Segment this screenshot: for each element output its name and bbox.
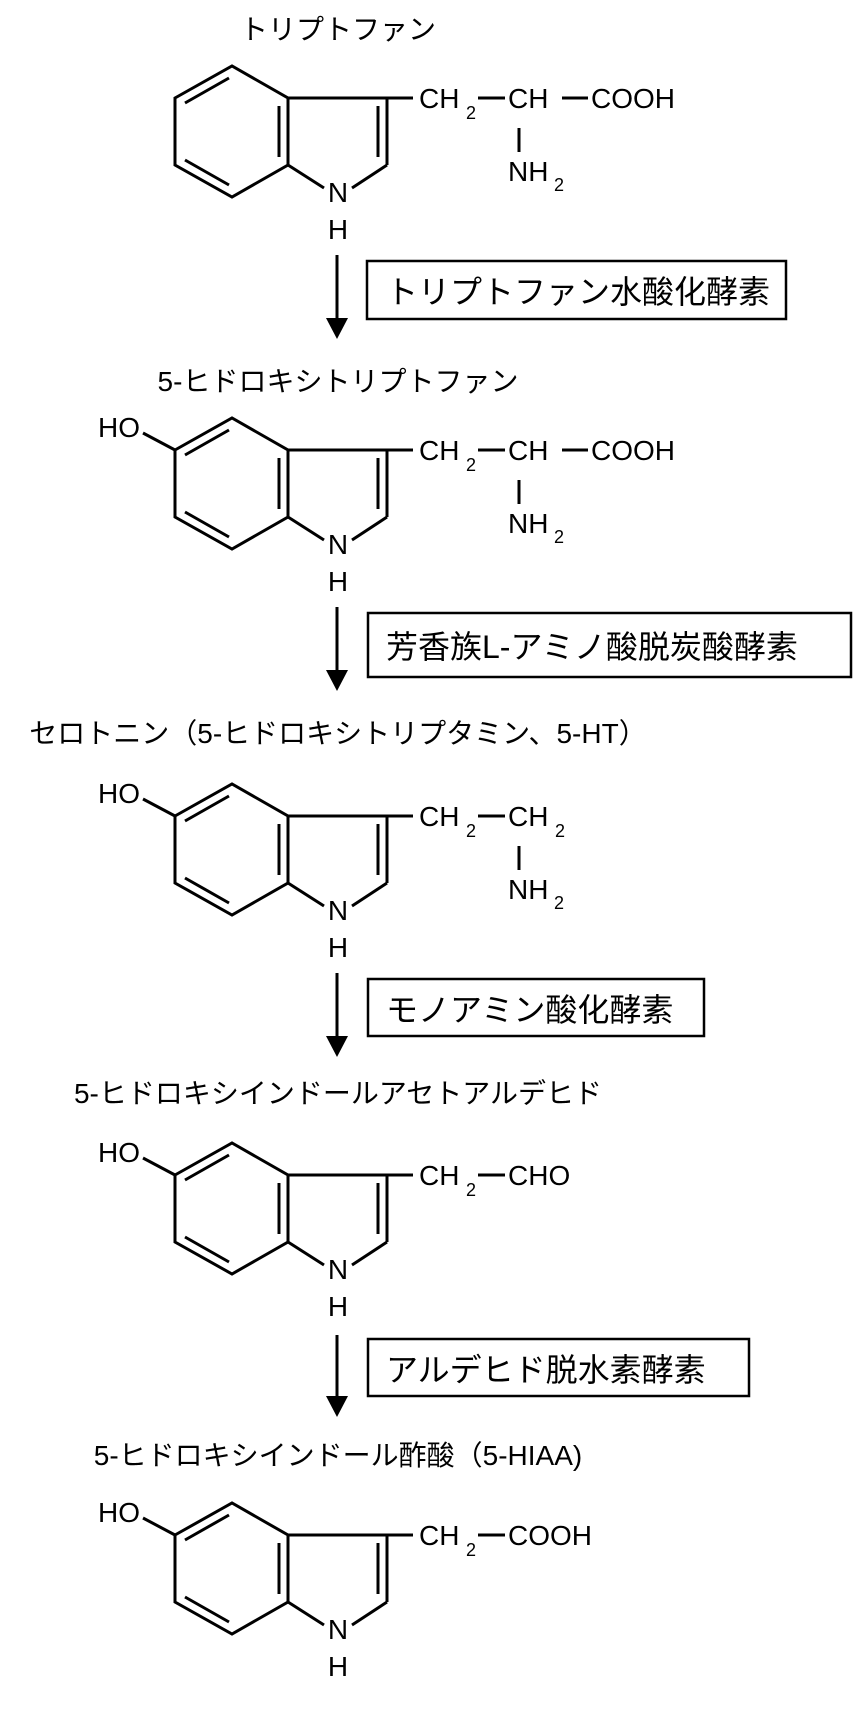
- subscript: 2: [554, 527, 564, 547]
- enzyme-label: 芳香族L-アミノ酸脱炭酸酵素: [386, 629, 798, 665]
- atom-ch: CH: [508, 435, 548, 466]
- subscript: 2: [554, 175, 564, 195]
- atom-cooh: COOH: [591, 83, 675, 114]
- ring-hydrogen: H: [328, 932, 348, 963]
- arrow-head-icon: [326, 670, 348, 691]
- atom-cooh: COOH: [591, 435, 675, 466]
- atom-ho: HO: [98, 1497, 140, 1528]
- compound-5-hydroxyindoleacetaldehyde: 5-ヒドロキシインドールアセトアルデヒド HO N H CH 2 CHO: [74, 1078, 602, 1322]
- indole-ring: [173, 64, 415, 199]
- side-chain: CH 2 CHO: [419, 1160, 570, 1200]
- atom-ch: CH: [508, 83, 548, 114]
- atom-ch: CH: [508, 801, 548, 832]
- arrow-head-icon: [326, 1036, 348, 1057]
- atom-ho: HO: [98, 1137, 140, 1168]
- compound-serotonin: セロトニン（5-ヒドロキシトリプタミン、5-HT） HO N H CH 2 CH…: [29, 718, 646, 963]
- subscript: 2: [466, 1180, 476, 1200]
- atom-ho: HO: [98, 412, 140, 443]
- compound-name: トリプトファン: [240, 14, 436, 45]
- reaction-step-3: モノアミン酸化酵素: [326, 973, 706, 1057]
- indole-ring: [141, 1141, 415, 1276]
- atom-ch: CH: [419, 801, 459, 832]
- atom-ch: CH: [419, 1520, 459, 1551]
- atom-nh: NH: [508, 156, 548, 187]
- side-chain: CH 2 COOH: [419, 1520, 592, 1560]
- ring-nitrogen: N: [328, 177, 348, 208]
- indole-ring: [141, 782, 415, 917]
- ring-nitrogen: N: [328, 1614, 348, 1645]
- reaction-step-1: トリプトファン水酸化酵素: [326, 255, 788, 339]
- ring-nitrogen: N: [328, 529, 348, 560]
- side-chain: CH 2 CH COOH NH 2: [419, 83, 675, 195]
- atom-ch: CH: [419, 435, 459, 466]
- ring-hydrogen: H: [328, 1651, 348, 1682]
- subscript: 2: [555, 821, 565, 841]
- subscript: 2: [466, 821, 476, 841]
- compound-name: 5-ヒドロキシトリプトファン: [158, 366, 519, 397]
- subscript: 2: [466, 103, 476, 123]
- ring-nitrogen: N: [328, 895, 348, 926]
- atom-cho: CHO: [508, 1160, 570, 1191]
- atom-cooh: COOH: [508, 1520, 592, 1551]
- compound-5-hydroxytryptophan: 5-ヒドロキシトリプトファン HO N H CH 2 CH COOH NH 2: [98, 366, 675, 597]
- compound-name: セロトニン（5-ヒドロキシトリプタミン、5-HT）: [29, 718, 646, 749]
- enzyme-box: [366, 611, 853, 679]
- enzyme-label: トリプトファン水酸化酵素: [386, 274, 770, 310]
- compound-tryptophan: トリプトファン N H CH 2 CH COOH NH 2: [173, 14, 675, 245]
- atom-nh: NH: [508, 508, 548, 539]
- subscript: 2: [466, 455, 476, 475]
- side-chain: CH 2 CH COOH NH 2: [419, 435, 675, 547]
- ring-hydrogen: H: [328, 566, 348, 597]
- atom-nh: NH: [508, 874, 548, 905]
- compound-5-hiaa: 5-ヒドロキシインドール酢酸（5-HIAA) HO N H CH 2 COOH: [94, 1440, 592, 1682]
- arrow-head-icon: [326, 318, 348, 339]
- enzyme-label: モノアミン酸化酵素: [386, 992, 673, 1028]
- enzyme-label: アルデヒド脱水素酵素: [386, 1352, 706, 1388]
- arrow-head-icon: [326, 1396, 348, 1417]
- enzyme-box: [366, 977, 706, 1038]
- compound-name: 5-ヒドロキシインドールアセトアルデヒド: [74, 1078, 602, 1109]
- compound-name: 5-ヒドロキシインドール酢酸（5-HIAA): [94, 1440, 582, 1471]
- ring-nitrogen: N: [328, 1254, 348, 1285]
- side-chain: CH 2 CH 2 NH 2: [419, 801, 565, 913]
- reaction-step-4: アルデヒド脱水素酵素: [326, 1335, 751, 1417]
- atom-ho: HO: [98, 778, 140, 809]
- subscript: 2: [466, 1540, 476, 1560]
- subscript: 2: [554, 893, 564, 913]
- reaction-step-2: 芳香族L-アミノ酸脱炭酸酵素: [326, 607, 853, 691]
- atom-ch: CH: [419, 83, 459, 114]
- ring-hydrogen: H: [328, 1291, 348, 1322]
- indole-ring: [141, 416, 415, 551]
- atom-ch: CH: [419, 1160, 459, 1191]
- enzyme-box: [365, 259, 788, 321]
- ring-hydrogen: H: [328, 214, 348, 245]
- enzyme-box: [366, 1337, 751, 1398]
- indole-ring: [141, 1501, 415, 1636]
